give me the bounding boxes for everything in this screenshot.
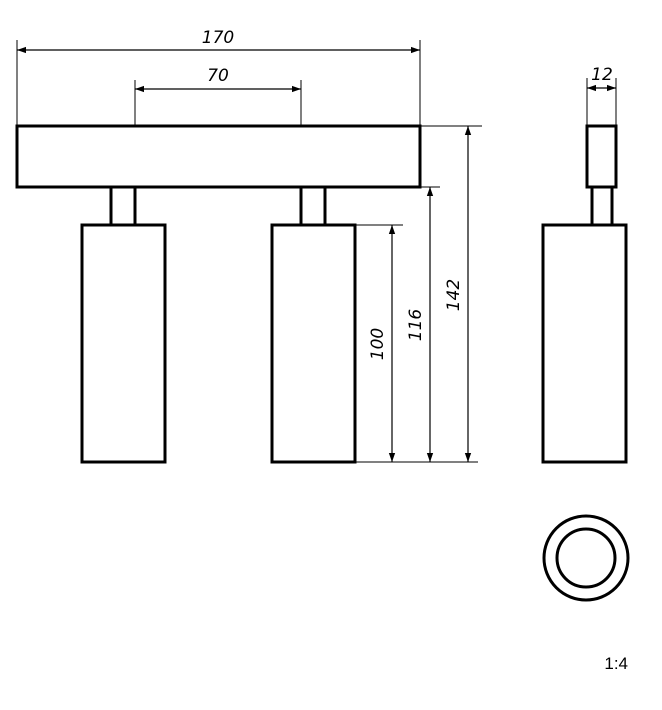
side-rail [585, 124, 618, 189]
side-stem [590, 185, 614, 227]
dim-label-body-height: 100 [368, 328, 388, 360]
lens-ring [555, 527, 617, 589]
dimension-spacing: 70 [134, 66, 302, 126]
dimension-rail-thickness: 12 [586, 65, 617, 126]
dim-label-rail-thickness: 12 [591, 65, 613, 85]
dimension-total-height: 142 [444, 126, 472, 462]
left-stem [109, 185, 137, 227]
dim-label-spacing: 70 [207, 66, 229, 86]
right-stem [299, 185, 327, 227]
side-spotlight-body [541, 223, 628, 464]
dimension-body-plus-stem: 116 [406, 187, 434, 462]
side-view [541, 124, 628, 464]
dim-label-body-plus-stem: 116 [406, 309, 426, 342]
dimension-total-width: 170 [16, 28, 421, 126]
left-spotlight-body [80, 223, 167, 464]
dim-label-total-width: 170 [202, 28, 234, 48]
bottom-view [542, 514, 630, 602]
scale-label: 1:4 [604, 654, 628, 673]
front-view [15, 124, 422, 464]
right-spotlight-body [270, 223, 357, 464]
outer-ring [542, 514, 630, 602]
dimension-body-height: 100 [368, 225, 396, 462]
dim-label-total-height: 142 [444, 279, 464, 311]
track-rail [15, 124, 422, 189]
